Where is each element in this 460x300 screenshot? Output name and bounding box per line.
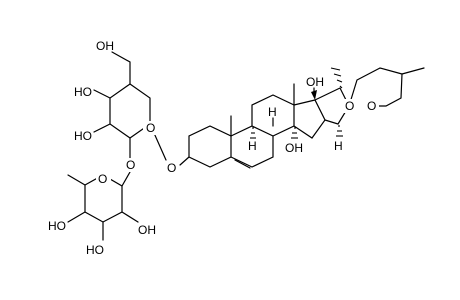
atom-label-h-c8: H bbox=[268, 105, 277, 119]
atom-label-e-ring-o: O bbox=[345, 99, 354, 113]
ring-d-bonds bbox=[293, 99, 326, 139]
rhamnose-c4-oh-bond bbox=[67, 211, 86, 223]
atom-label-h-c16: H bbox=[334, 139, 343, 153]
atom-label-glucose-c4-oh: HO bbox=[74, 85, 92, 99]
atom-label-glucose-c6-oh: OH bbox=[96, 39, 114, 53]
atom-label-oh-c14: OH bbox=[285, 141, 303, 155]
glucose-ring-bonds bbox=[93, 51, 167, 161]
atom-label-glycosidic-o: O bbox=[167, 161, 176, 175]
ring-a-bonds bbox=[188, 125, 232, 168]
ring-c-bonds bbox=[251, 94, 295, 137]
atom-label-rhamnose-ring-o: O bbox=[98, 172, 107, 186]
c14-oh-hashed-bond bbox=[291, 127, 298, 139]
glucose-c6-chain bbox=[111, 51, 131, 85]
atom-label-interglycosidic-o: O bbox=[126, 158, 135, 172]
atom-label-h-c9: H bbox=[248, 139, 257, 153]
atom-label-rhamnose-c3-oh: HO bbox=[86, 243, 104, 257]
rhamnose-methyl-bond bbox=[67, 174, 86, 186]
atom-label-glucose-c3-oh: HO bbox=[74, 129, 92, 143]
ring-b-bonds bbox=[230, 125, 274, 168]
glucose-c3-oh-bond bbox=[93, 123, 111, 133]
c21-methyl-hashed-bond bbox=[330, 67, 343, 89]
atom-label-glucose-ring-o: O bbox=[146, 121, 155, 135]
atom-label-rhamnose-c2-oh: OH bbox=[138, 223, 156, 237]
c25-methyl-bond bbox=[401, 67, 425, 75]
rhamnose-c1-o-bond bbox=[121, 171, 131, 187]
atom-label-f-ring-o: O bbox=[367, 99, 376, 113]
rhamnose-c2-oh-bond bbox=[121, 211, 139, 223]
c16-h-hashed-bond bbox=[336, 125, 343, 137]
atom-label-rhamnose-c4-oh: HO bbox=[48, 219, 66, 233]
c9-h-hashed-bond bbox=[250, 127, 256, 139]
atom-label-oh-c17: OH bbox=[306, 75, 324, 89]
steroid-stereo-bonds bbox=[250, 87, 343, 139]
glucose-c4-oh-bond bbox=[93, 89, 111, 99]
c3-o-bond bbox=[179, 156, 190, 166]
atom-labels: O O O O OH HO HO HO HO OH H H OH OH H O … bbox=[48, 39, 379, 257]
c5-c6-double-bond bbox=[234, 159, 251, 169]
c17-oh-wedge bbox=[311, 90, 317, 100]
